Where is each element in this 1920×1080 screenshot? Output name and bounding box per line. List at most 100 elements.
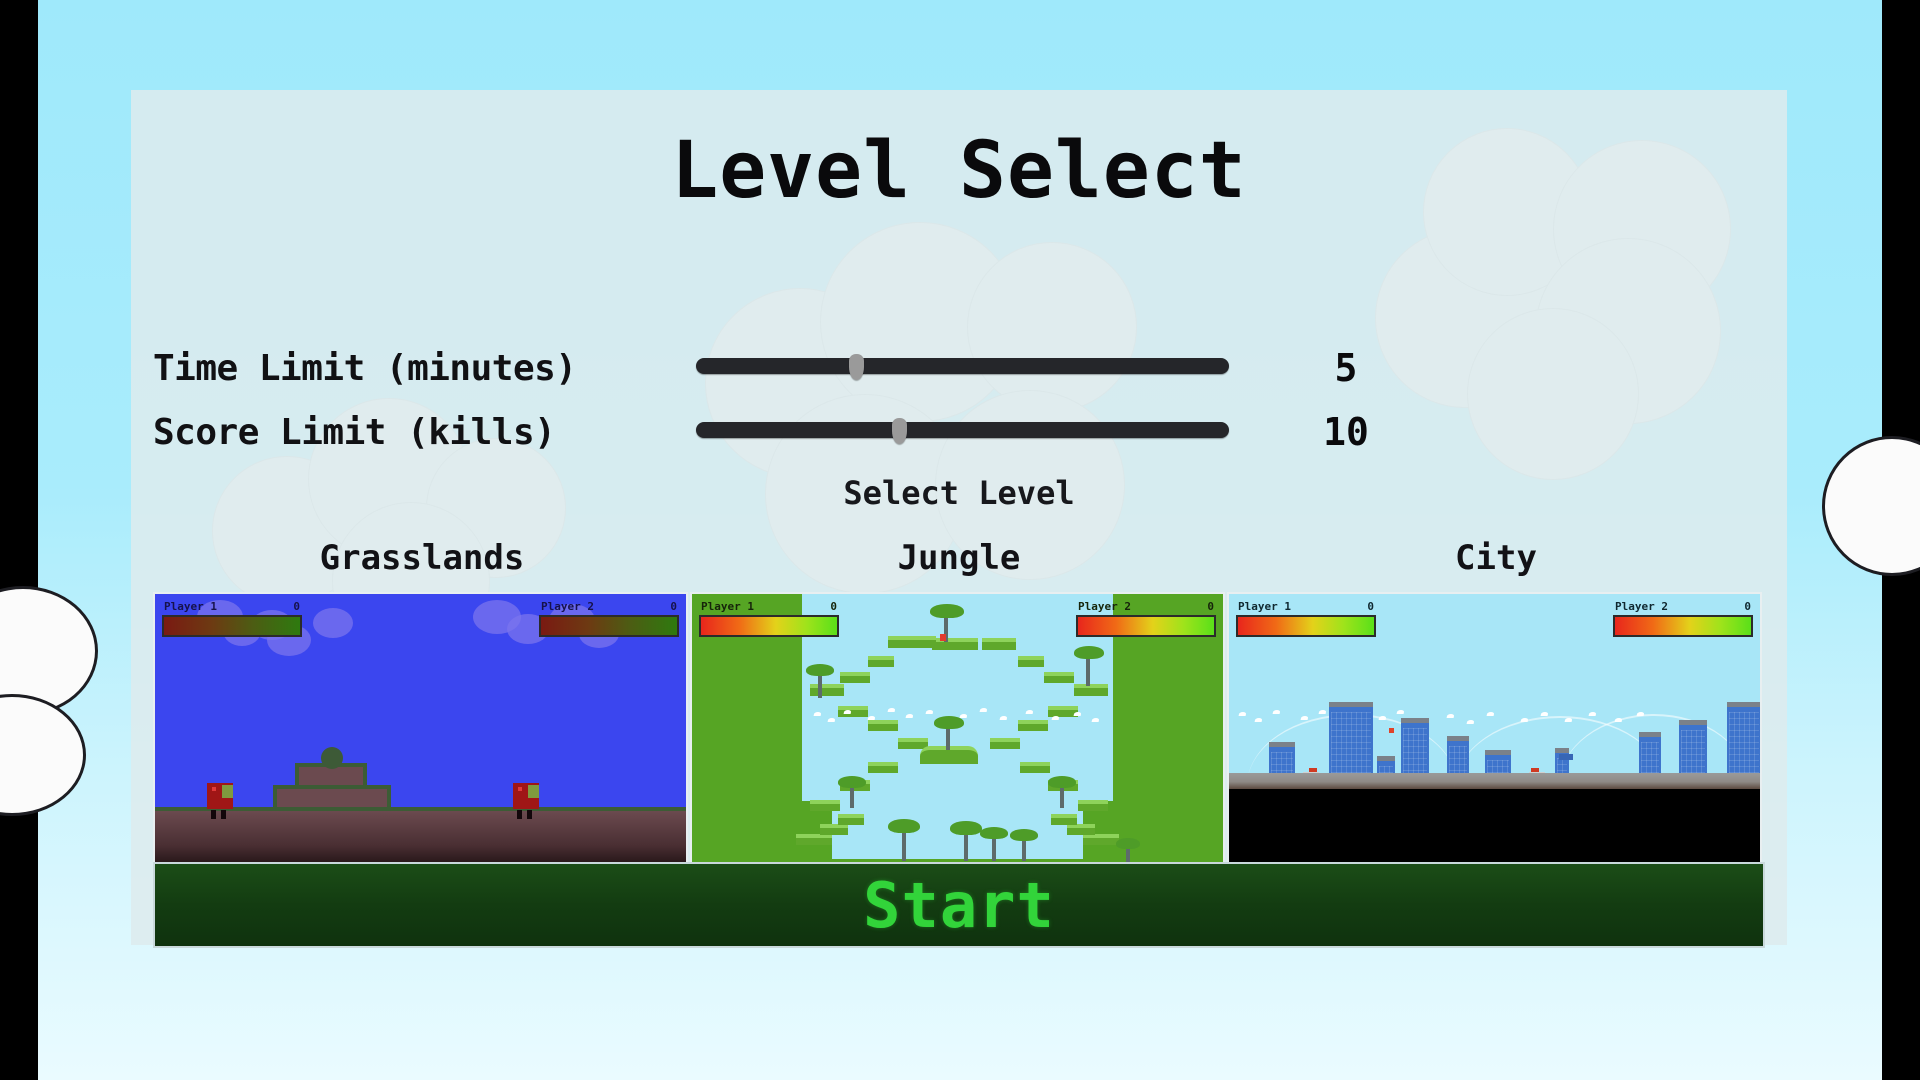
time-limit-label: Time Limit (minutes) [153,348,577,389]
score-limit-value: 10 [1323,410,1369,454]
jungle-bird [979,708,988,712]
level-thumbnail-jungle[interactable]: Player 1 0 Player 2 0 [690,592,1225,903]
player1-score: 0 [830,600,837,613]
jungle-platform [1018,720,1048,731]
jungle-tree-trunk [902,829,906,861]
jungle-platform [1044,672,1074,683]
time-limit-slider[interactable] [696,354,1229,380]
city-bird [1466,720,1475,724]
city-bird [1272,710,1281,714]
level-name-row: Grasslands Jungle City [153,538,1765,592]
level-thumbnail-row: Player 1 0 Player 2 0 [153,592,1765,903]
jungle-platform [982,638,1016,650]
score-limit-slider[interactable] [696,418,1229,444]
jungle-bird [905,714,914,718]
jungle-tree-leaves [838,776,866,788]
jungle-tree-leaves [930,604,964,618]
city-bird [1486,712,1495,716]
city-car [1559,754,1573,760]
hud-line: Player 1 0 [1236,600,1376,615]
grasslands-rock [321,747,343,769]
jungle-platform [898,738,928,749]
time-limit-value: 5 [1334,346,1358,390]
city-bird [1254,718,1263,722]
player2-health-bar [539,615,679,637]
jungle-tree-leaves [1010,829,1038,841]
jungle-bird [1051,716,1060,720]
city-building [1269,742,1295,778]
level-name-grasslands: Grasslands [319,538,525,578]
city-hud-player2: Player 2 0 [1613,600,1753,637]
time-limit-slider-thumb[interactable] [848,354,864,380]
page-title: Level Select [671,126,1247,216]
player-leg [221,810,226,819]
jungle-platform [1078,800,1108,811]
city-car [1531,768,1539,772]
jungle-ramp [1083,834,1119,845]
score-limit-slider-thumb[interactable] [891,418,907,444]
hud-line: Player 2 0 [1076,600,1216,615]
jungle-platform [868,720,898,731]
jungle-ramp [820,824,848,835]
city-scene: Player 1 0 Player 2 0 [1229,594,1760,901]
jungle-tree-leaves [888,819,920,833]
jungle-ramp [1051,814,1077,825]
grasslands-player-sprite [513,783,539,819]
player2-label: Player 2 [541,600,594,613]
jungle-tree-leaves [950,821,982,835]
grasslands-scene: Player 1 0 Player 2 0 [155,594,686,901]
player1-label: Player 1 [701,600,754,613]
jungle-bird [813,712,822,716]
city-building [1727,702,1760,778]
city-bird [1378,716,1387,720]
player-eye [518,787,522,791]
jungle-ramp [796,834,832,845]
jungle-bird [843,710,852,714]
jungle-bird [925,710,934,714]
jungle-bird [1025,710,1034,714]
player2-label: Player 2 [1615,600,1668,613]
start-button[interactable]: Start [153,862,1765,948]
player-face [222,785,233,798]
jungle-platform [1048,706,1078,717]
jungle-platform [1020,762,1050,773]
player2-score: 0 [1744,600,1751,613]
player2-score: 0 [670,600,677,613]
jungle-tree-trunk [850,784,854,808]
jungle-platform [838,706,868,717]
city-bird [1318,710,1327,714]
jungle-platform [888,636,936,648]
player2-label: Player 2 [1078,600,1131,613]
hud-line: Player 1 0 [162,600,302,615]
jungle-platform [868,656,894,667]
city-bird [1300,716,1309,720]
jungle-tree-leaves [980,827,1008,839]
city-bird [1588,712,1597,716]
jungle-platform [810,800,840,811]
level-thumbnail-city[interactable]: Player 1 0 Player 2 0 [1227,592,1762,903]
level-name-jungle: Jungle [897,538,1021,578]
city-bridge-cable [1559,714,1749,786]
letterbox-bar-left [0,0,38,1080]
city-bird [1520,718,1529,722]
city-bird [1564,718,1573,722]
city-car [1389,728,1394,733]
player1-label: Player 1 [164,600,217,613]
hud-line: Player 2 0 [539,600,679,615]
jungle-hud-player1: Player 1 0 [699,600,839,637]
jungle-platform [868,762,898,773]
hud-line: Player 2 0 [1613,600,1753,615]
time-limit-slider-track[interactable] [696,358,1229,374]
jungle-tree-trunk [818,672,822,698]
jungle-flag [940,634,946,641]
player1-health-bar [699,615,839,637]
jungle-tree-trunk [964,831,968,861]
jungle-tree-trunk [1086,654,1090,686]
jungle-platform [1018,656,1044,667]
player-leg [527,810,532,819]
level-thumbnail-grasslands[interactable]: Player 1 0 Player 2 0 [153,592,688,903]
jungle-tree-trunk [946,724,950,750]
score-limit-slider-track[interactable] [696,422,1229,438]
jungle-tree-leaves [806,664,834,676]
city-building [1401,718,1429,778]
